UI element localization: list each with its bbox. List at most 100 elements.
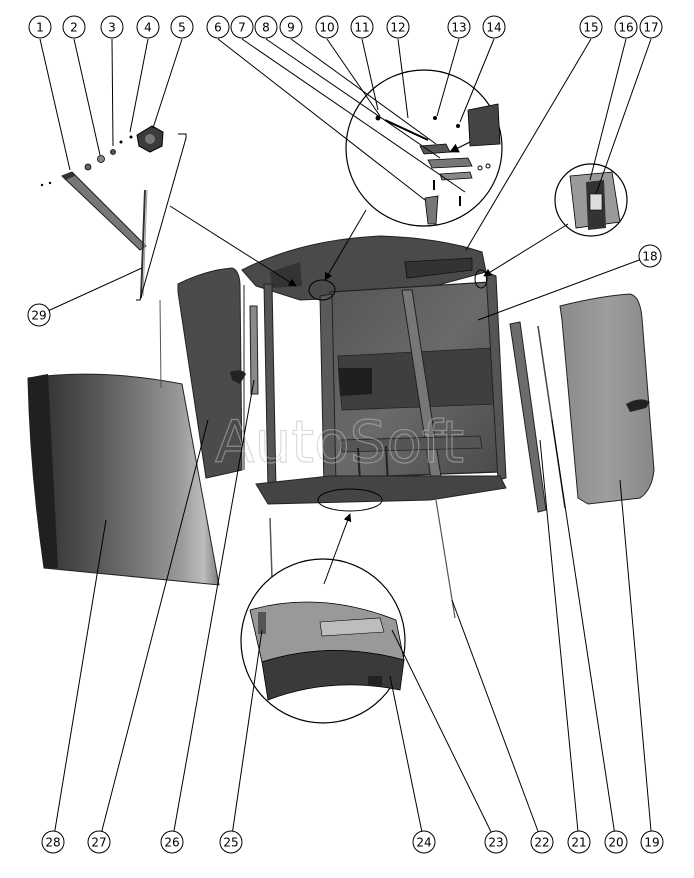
rod-right	[435, 499, 456, 619]
callout-circle	[350, 15, 374, 39]
callout-label: 5	[178, 21, 186, 35]
wiper-assembly	[40, 135, 148, 299]
callout-29: 29	[27, 303, 51, 327]
callout-7: 7	[230, 15, 254, 39]
callout-label: 1	[36, 21, 44, 35]
hinge-detail	[345, 69, 503, 227]
seal-strip-left	[249, 305, 259, 395]
callout-circle	[604, 830, 628, 854]
callout-label: 17	[643, 21, 658, 35]
callout-label: 23	[488, 836, 503, 850]
callout-circle	[254, 15, 278, 39]
callout-circle	[230, 15, 254, 39]
cab-parts	[27, 69, 655, 724]
callout-24: 24	[412, 830, 436, 854]
callout-17: 17	[639, 15, 663, 39]
callout-label: 6	[214, 21, 222, 35]
callout-circle	[447, 15, 471, 39]
callout-label: 21	[571, 836, 586, 850]
callout-12: 12	[386, 15, 410, 39]
callout-16: 16	[614, 15, 638, 39]
callout-label: 20	[608, 836, 623, 850]
callout-9: 9	[279, 15, 303, 39]
callout-2: 2	[62, 15, 86, 39]
floor-rail-detail	[240, 558, 406, 724]
callout-circle	[579, 15, 603, 39]
callout-23: 23	[484, 830, 508, 854]
callout-circle	[62, 15, 86, 39]
callout-circle	[412, 830, 436, 854]
callout-circle	[639, 15, 663, 39]
seal-strip-right	[509, 321, 547, 513]
callout-label: 9	[287, 21, 295, 35]
callout-10: 10	[315, 15, 339, 39]
callout-21: 21	[567, 830, 591, 854]
callout-18: 18	[638, 244, 662, 268]
callout-3: 3	[100, 15, 124, 39]
rear-window-handle	[230, 370, 246, 384]
callout-label: 8	[262, 21, 270, 35]
callout-circle	[100, 15, 124, 39]
cab-frame	[241, 235, 507, 512]
callout-label: 16	[618, 21, 633, 35]
callout-label: 3	[108, 21, 116, 35]
callout-label: 13	[451, 21, 466, 35]
detail-arrows	[136, 133, 569, 585]
callout-15: 15	[579, 15, 603, 39]
callout-label: 19	[644, 836, 659, 850]
right-door-handle	[626, 399, 650, 412]
callout-22: 22	[530, 830, 554, 854]
wiper-motor	[136, 125, 164, 153]
callout-circle	[530, 830, 554, 854]
callout-circle	[160, 830, 184, 854]
callout-label: 14	[486, 21, 501, 35]
callout-circle	[315, 15, 339, 39]
callout-28: 28	[41, 830, 65, 854]
callout-label: 11	[354, 21, 369, 35]
callout-label: 25	[223, 836, 238, 850]
callout-circle	[27, 303, 51, 327]
callout-27: 27	[87, 830, 111, 854]
callout-circle	[484, 830, 508, 854]
callout-circle	[206, 15, 230, 39]
callout-circle	[136, 15, 160, 39]
callout-14: 14	[482, 15, 506, 39]
callout-circle	[28, 15, 52, 39]
rear-window-glass	[177, 267, 243, 479]
callout-5: 5	[170, 15, 194, 39]
callout-label: 29	[31, 309, 46, 323]
callout-19: 19	[640, 830, 664, 854]
callout-4: 4	[136, 15, 160, 39]
watermark-text: AutoSoft	[215, 408, 464, 476]
callout-label: 4	[144, 21, 152, 35]
right-door-glass	[559, 293, 655, 505]
callout-label: 15	[583, 21, 598, 35]
callout-circle	[640, 830, 664, 854]
callout-circle	[279, 15, 303, 39]
callout-6: 6	[206, 15, 230, 39]
callout-label: 2	[70, 21, 78, 35]
leader-lines	[38, 38, 653, 843]
rod-left	[159, 299, 162, 389]
callout-circle	[170, 15, 194, 39]
callout-20: 20	[604, 830, 628, 854]
callout-11: 11	[350, 15, 374, 39]
callout-circle	[482, 15, 506, 39]
callout-circle	[219, 830, 243, 854]
callout-circle	[567, 830, 591, 854]
callout-label: 27	[91, 836, 106, 850]
lock-detail	[554, 163, 628, 237]
callout-circle	[41, 830, 65, 854]
callout-label: 22	[534, 836, 549, 850]
callout-label: 26	[164, 836, 179, 850]
callout-label: 28	[45, 836, 60, 850]
callout-25: 25	[219, 830, 243, 854]
callout-26: 26	[160, 830, 184, 854]
callout-label: 12	[390, 21, 405, 35]
callout-circle	[638, 244, 662, 268]
callout-1: 1	[28, 15, 52, 39]
rod-bottom	[269, 517, 273, 579]
callout-13: 13	[447, 15, 471, 39]
callout-circle	[386, 15, 410, 39]
